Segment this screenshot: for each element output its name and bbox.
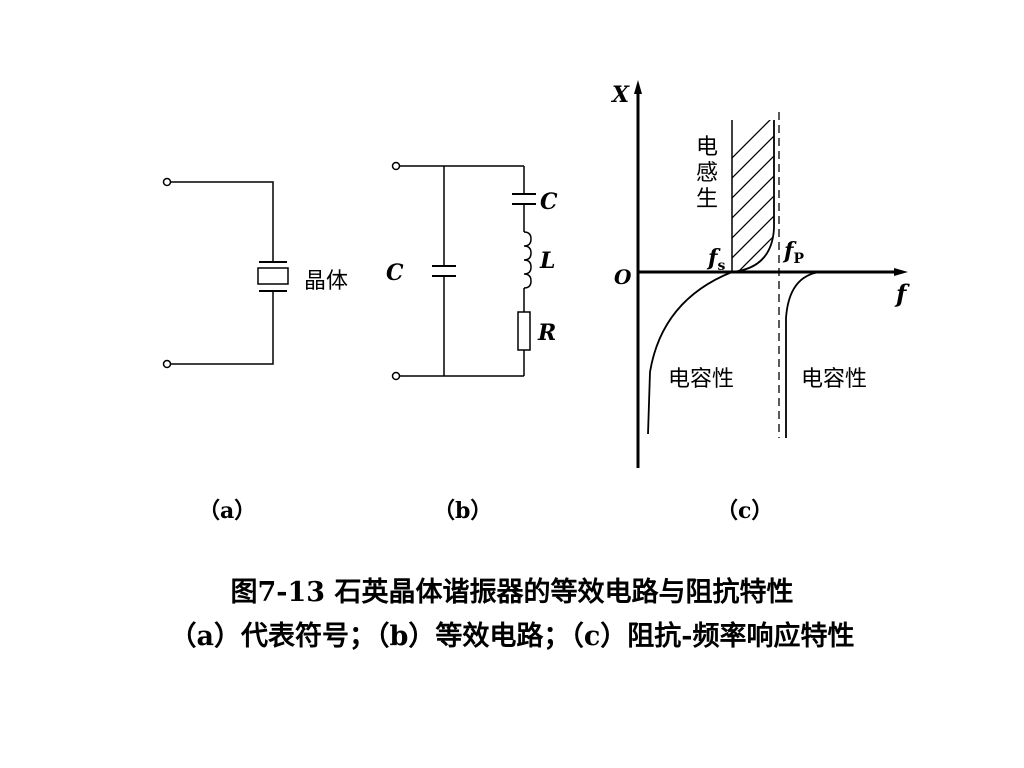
inductive-label: 电 感 生 bbox=[696, 135, 718, 212]
inductor-label: L bbox=[539, 248, 555, 274]
inductive-char-1: 电 bbox=[696, 135, 718, 160]
terminal-bottom bbox=[162, 359, 172, 369]
resistor-body bbox=[517, 311, 531, 351]
crystal-body bbox=[257, 267, 289, 285]
wire-bottom bbox=[171, 291, 274, 365]
fs-sub: s bbox=[717, 258, 725, 274]
shunt-c-label: C bbox=[386, 260, 404, 286]
terminal-bottom-b bbox=[391, 371, 401, 381]
capacitive-curve-right bbox=[785, 271, 821, 438]
origin-label: O bbox=[614, 265, 632, 289]
inductor-coil bbox=[523, 231, 532, 289]
inductive-char-3: 生 bbox=[696, 187, 718, 212]
terminal-top-b bbox=[391, 161, 401, 171]
series-c-label: C bbox=[540, 189, 558, 215]
x-axis-label: f bbox=[894, 279, 910, 308]
resistor-label: R bbox=[537, 320, 556, 346]
fs-main: f bbox=[706, 245, 721, 271]
fs-label: fs bbox=[706, 245, 725, 274]
inductive-char-2: 感 bbox=[696, 161, 718, 186]
capacitive-curve-left bbox=[647, 271, 733, 435]
panel-b-equivalent-circuit bbox=[391, 161, 536, 381]
panel-b-tag: （b） bbox=[433, 498, 492, 524]
panel-a-crystal-symbol bbox=[162, 177, 289, 369]
capacitive-label-right: 电容性 bbox=[801, 367, 867, 392]
x-axis-arrow bbox=[894, 268, 908, 276]
fp-label: fP bbox=[782, 238, 804, 267]
figure-caption-title: 图7-13 石英晶体谐振器的等效电路与阻抗特性 bbox=[230, 577, 794, 608]
panel-c-reactance-plot bbox=[634, 80, 908, 468]
terminal-top bbox=[162, 177, 172, 187]
figure-caption-subtitle: （a）代表符号；（b）等效电路；（c）阻抗-频率响应特性 bbox=[169, 621, 855, 652]
inductive-curve bbox=[731, 120, 775, 273]
fp-main: f bbox=[782, 238, 797, 264]
crystal-label: 晶体 bbox=[304, 269, 348, 294]
capacitive-label-left: 电容性 bbox=[668, 367, 734, 392]
fp-sub: P bbox=[793, 251, 804, 267]
y-axis-arrow bbox=[634, 80, 642, 94]
inductive-hatch bbox=[732, 120, 774, 272]
wire-top bbox=[171, 181, 274, 262]
panel-c-tag: （c） bbox=[716, 498, 773, 524]
y-axis-label: X bbox=[610, 82, 630, 108]
panel-a-tag: （a） bbox=[198, 498, 256, 524]
